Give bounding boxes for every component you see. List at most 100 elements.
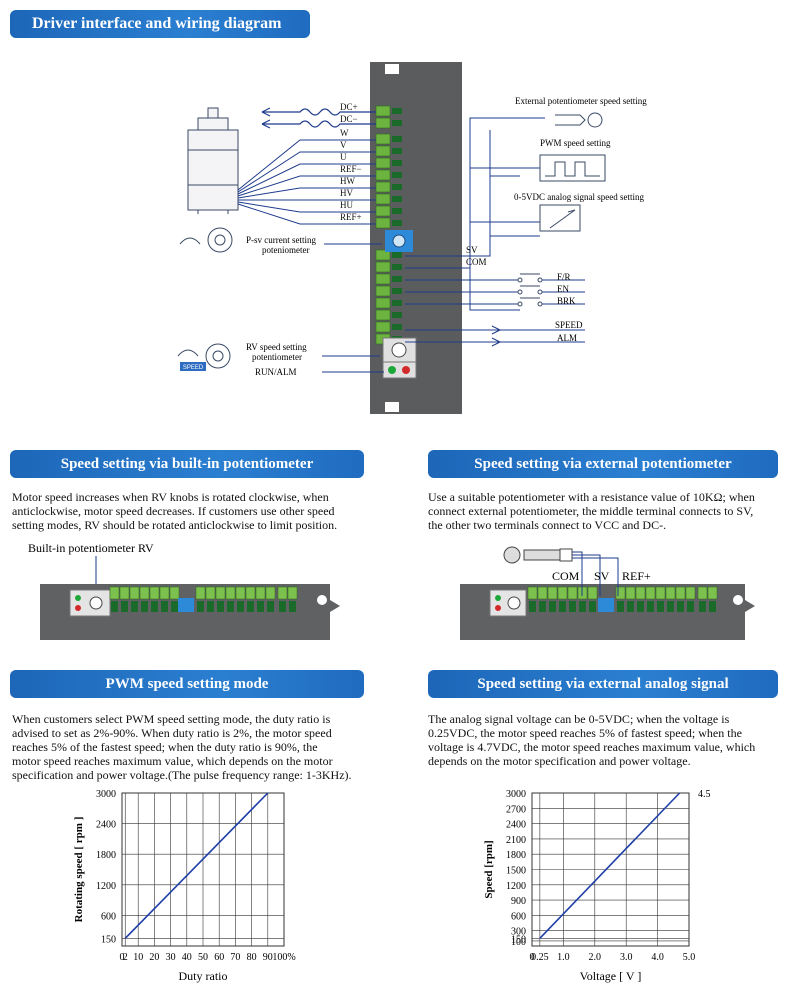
pwm-chart-x-tick: 100%	[272, 952, 295, 963]
pwm-chart-x-tick: 80	[247, 952, 257, 963]
top-terminal-socket	[637, 601, 644, 612]
pwm-line-5: specification and power voltage.(The pul…	[12, 768, 352, 782]
analog-chart-y-label: Speed [rpm]	[483, 840, 495, 898]
terminal-label: DC−	[340, 114, 358, 124]
driver-left-psv	[178, 598, 194, 612]
analog-title-banner: Speed setting via external analog signal	[428, 670, 778, 698]
terminal-socket	[392, 148, 402, 154]
driver-right-rv-panel	[489, 589, 527, 617]
top-terminal-socket	[569, 601, 576, 612]
top-terminal-screw	[215, 586, 226, 600]
terminal-screw	[375, 205, 391, 217]
analog-chart-y-tick: 150	[511, 934, 526, 945]
control-wires	[405, 117, 585, 347]
top-terminal-screw	[625, 586, 636, 600]
analog-chart-x-tick: 0	[530, 952, 535, 963]
terminal-label: W	[340, 128, 349, 138]
driver-left-alm-led	[75, 605, 81, 611]
pwm-chart-y-tick: 3000	[96, 789, 116, 800]
analog-chart-y-tick: 300	[511, 927, 526, 938]
pwm-chart-y-tick: 1800	[96, 850, 116, 861]
external-line-1: Use a suitable potentiometer with a resi…	[428, 490, 755, 504]
terminal-screw	[375, 249, 391, 261]
driver-right-psv	[598, 598, 614, 612]
terminal-screw	[375, 117, 391, 129]
top-terminal-screw	[577, 586, 588, 600]
top-terminal-screw	[159, 586, 170, 600]
top-terminal-socket	[217, 601, 224, 612]
pwm-chart-x-tick: 90	[263, 952, 273, 963]
top-terminal-socket	[207, 601, 214, 612]
top-terminal-socket	[227, 601, 234, 612]
top-terminal-socket	[141, 601, 148, 612]
top-terminal-screw	[109, 586, 120, 600]
top-terminal-socket	[677, 601, 684, 612]
analog-chart-x-tick: 4.0	[651, 952, 664, 963]
top-terminal-socket	[161, 601, 168, 612]
page-title-banner: Driver interface and wiring diagram	[10, 10, 310, 38]
top-terminal-socket	[627, 601, 634, 612]
top-terminal-screw	[557, 586, 568, 600]
top-terminal-screw	[129, 586, 140, 600]
top-terminal-screw	[655, 586, 666, 600]
rv-icon	[177, 343, 231, 369]
top-terminal-screw	[225, 586, 236, 600]
run-led	[388, 366, 396, 374]
terminal-label: REF−	[340, 164, 362, 174]
terminal-screw	[375, 133, 391, 145]
mount-hole-bottom	[385, 402, 399, 412]
top-terminal-screw	[567, 586, 578, 600]
terminal-socket	[392, 184, 402, 190]
en-label: EN	[557, 284, 569, 294]
analog-line-4: depends on the motor specification and p…	[428, 754, 691, 768]
top-terminal-socket	[279, 601, 286, 612]
top-terminal-screw	[665, 586, 676, 600]
top-terminal-socket	[647, 601, 654, 612]
top-terminal-socket	[257, 601, 264, 612]
top-terminal-socket	[289, 601, 296, 612]
analog-chart-y-tick: 2700	[506, 804, 526, 815]
pwm-chart-x-tick: 0	[120, 952, 125, 963]
driver-left-hole	[317, 595, 327, 605]
builtin-line-3: setting modes, RV should be rotated anti…	[12, 518, 338, 532]
analog-label: 0-5VDC analog signal speed setting	[514, 192, 644, 202]
top-terminal-socket	[559, 601, 566, 612]
driver-left-rv-panel	[69, 589, 111, 617]
alm-led	[402, 366, 410, 374]
analog-chart-x-tick: 5.0	[683, 952, 696, 963]
pwm-wave-icon	[539, 154, 606, 182]
psv-icon	[179, 227, 233, 253]
pwm-chart-y-label: Rotating speed [ rpm ]	[73, 817, 85, 923]
sv-label: SV	[466, 245, 478, 255]
top-terminal-screw	[119, 586, 130, 600]
terminal-socket	[392, 276, 402, 282]
speed-icon-text: SPEED	[183, 365, 204, 371]
top-terminal-screw	[255, 586, 266, 600]
terminal-socket	[392, 108, 402, 114]
builtin-callout: Built-in potentiometer RV	[28, 541, 154, 555]
pwm-chart-x-tick: 30	[166, 952, 176, 963]
external-pot-drawing	[503, 546, 573, 564]
builtin-text: Motor speed increases when RV knobs is r…	[12, 490, 372, 532]
terminal-screw	[375, 105, 391, 117]
top-terminal-socket	[111, 601, 118, 612]
pwm-chart-series-line	[124, 792, 269, 939]
builtin-line-1: Motor speed increases when RV knobs is r…	[12, 490, 329, 504]
top-terminal-socket	[121, 601, 128, 612]
top-terminal-screw	[527, 586, 538, 600]
external-line-2: connect external potentiometer, the midd…	[428, 504, 754, 518]
dc-wires	[261, 107, 376, 129]
ext-ref-label: REF+	[622, 569, 651, 583]
led-panel	[382, 361, 417, 379]
pwm-chart-x-tick: 20	[149, 952, 159, 963]
external-pot-wires	[572, 551, 619, 596]
analog-source-icon	[539, 204, 581, 232]
terminal-socket	[392, 264, 402, 270]
analog-chart-x-tick: 1.0	[557, 952, 570, 963]
pwm-label: PWM speed setting	[540, 138, 611, 148]
pwm-chart-x-tick: 40	[182, 952, 192, 963]
external-line-3: the other two terminals connect to VCC a…	[428, 518, 667, 532]
motor-drawing	[187, 107, 239, 214]
